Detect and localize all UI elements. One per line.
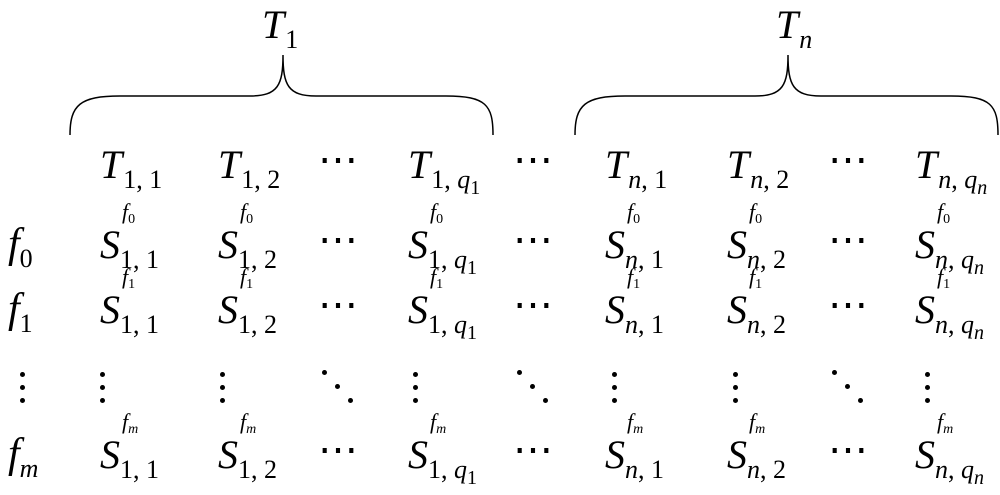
cell-ellipsis-r2-1: ⋯: [513, 427, 555, 472]
col-header-n-1: Tn, 1: [605, 142, 668, 194]
brace-group-1: [69, 54, 494, 136]
row-label-1: f1: [8, 286, 33, 338]
vdots-col-5: [612, 372, 618, 411]
row-label-0: f0: [8, 221, 33, 273]
col-header-ellipsis-1: ⋯: [318, 137, 360, 182]
vdots-col-6: [733, 372, 739, 411]
brace-group-n: [574, 54, 999, 136]
cell-ellipsis-r1-0: ⋯: [318, 282, 360, 327]
ddots-col-3: [322, 370, 362, 410]
cell-ellipsis-r1-2: ⋯: [828, 282, 870, 327]
col-header-1-1: T1, 1: [100, 142, 163, 194]
col-header-ellipsis-mid: ⋯: [513, 137, 555, 182]
cell-ellipsis-r2-2: ⋯: [828, 427, 870, 472]
cell-ellipsis-r1-1: ⋯: [513, 282, 555, 327]
cell-ellipsis-r2-0: ⋯: [318, 427, 360, 472]
cell-ellipsis-r0-2: ⋯: [828, 217, 870, 262]
cell-ellipsis-r0-1: ⋯: [513, 217, 555, 262]
ddots-col-7: [832, 370, 872, 410]
col-header-ellipsis-n: ⋯: [828, 137, 870, 182]
row-label-2: fm: [8, 431, 39, 483]
cell-ellipsis-r0-0: ⋯: [318, 217, 360, 262]
vdots-col-1: [100, 372, 106, 411]
vdots-col-2: [220, 372, 226, 411]
col-header-n-2: Tn, 2: [727, 142, 790, 194]
col-header-1-q1: T1, q1: [408, 142, 481, 199]
group-label-1: T1: [262, 2, 299, 54]
group-label-n: Tn: [776, 2, 813, 54]
vdots-col-4: [413, 372, 419, 411]
col-header-n-qn: Tn, qn: [915, 142, 988, 199]
vdots-row-label: [20, 372, 26, 411]
vdots-col-8: [925, 372, 931, 411]
col-header-1-2: T1, 2: [218, 142, 281, 194]
ddots-mid: [517, 370, 557, 410]
